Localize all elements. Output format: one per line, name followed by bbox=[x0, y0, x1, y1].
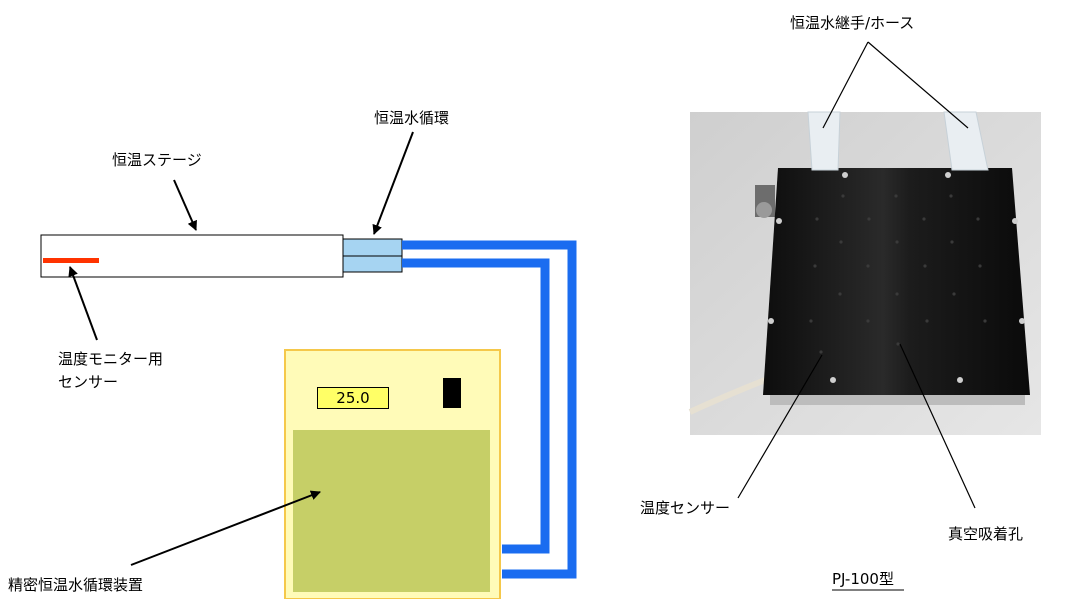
label-fitting-hose: 恒温水継手/ホース bbox=[790, 14, 915, 32]
label-sensor-line2: センサー bbox=[58, 373, 119, 391]
label-model: PJ-100型 bbox=[832, 570, 894, 588]
label-circulation: 恒温水循環 bbox=[374, 109, 450, 127]
stage-body bbox=[40, 234, 344, 278]
label-temp-sensor: 温度センサー bbox=[640, 499, 731, 517]
product-photo bbox=[688, 111, 1041, 435]
cable bbox=[688, 375, 772, 415]
arrow-circulation bbox=[372, 131, 414, 235]
label-vacuum-hole: 真空吸着孔 bbox=[948, 525, 1024, 543]
circulator-switch bbox=[443, 378, 461, 408]
hose-inner bbox=[402, 258, 550, 554]
arrow-sensor bbox=[68, 266, 98, 341]
arrow-stage bbox=[173, 179, 197, 231]
circulator-panel bbox=[293, 430, 490, 592]
temperature-display: 25.0 bbox=[317, 387, 389, 409]
arrow-circulator bbox=[130, 490, 321, 566]
stage-plate bbox=[763, 168, 1030, 395]
label-sensor-line1: 温度モニター用 bbox=[58, 350, 164, 368]
label-stage: 恒温ステージ bbox=[112, 151, 202, 169]
fitting-right bbox=[943, 111, 989, 171]
leader-hose-left bbox=[822, 41, 869, 129]
fitting-left bbox=[807, 111, 841, 171]
leader-temp-sensor bbox=[737, 354, 823, 499]
leader-vacuum-hole bbox=[899, 343, 976, 509]
sensor-strip bbox=[43, 258, 99, 263]
label-circulator: 精密恒温水循環装置 bbox=[8, 576, 144, 594]
leader-hose-right bbox=[867, 41, 969, 129]
hose-outer bbox=[402, 240, 577, 579]
